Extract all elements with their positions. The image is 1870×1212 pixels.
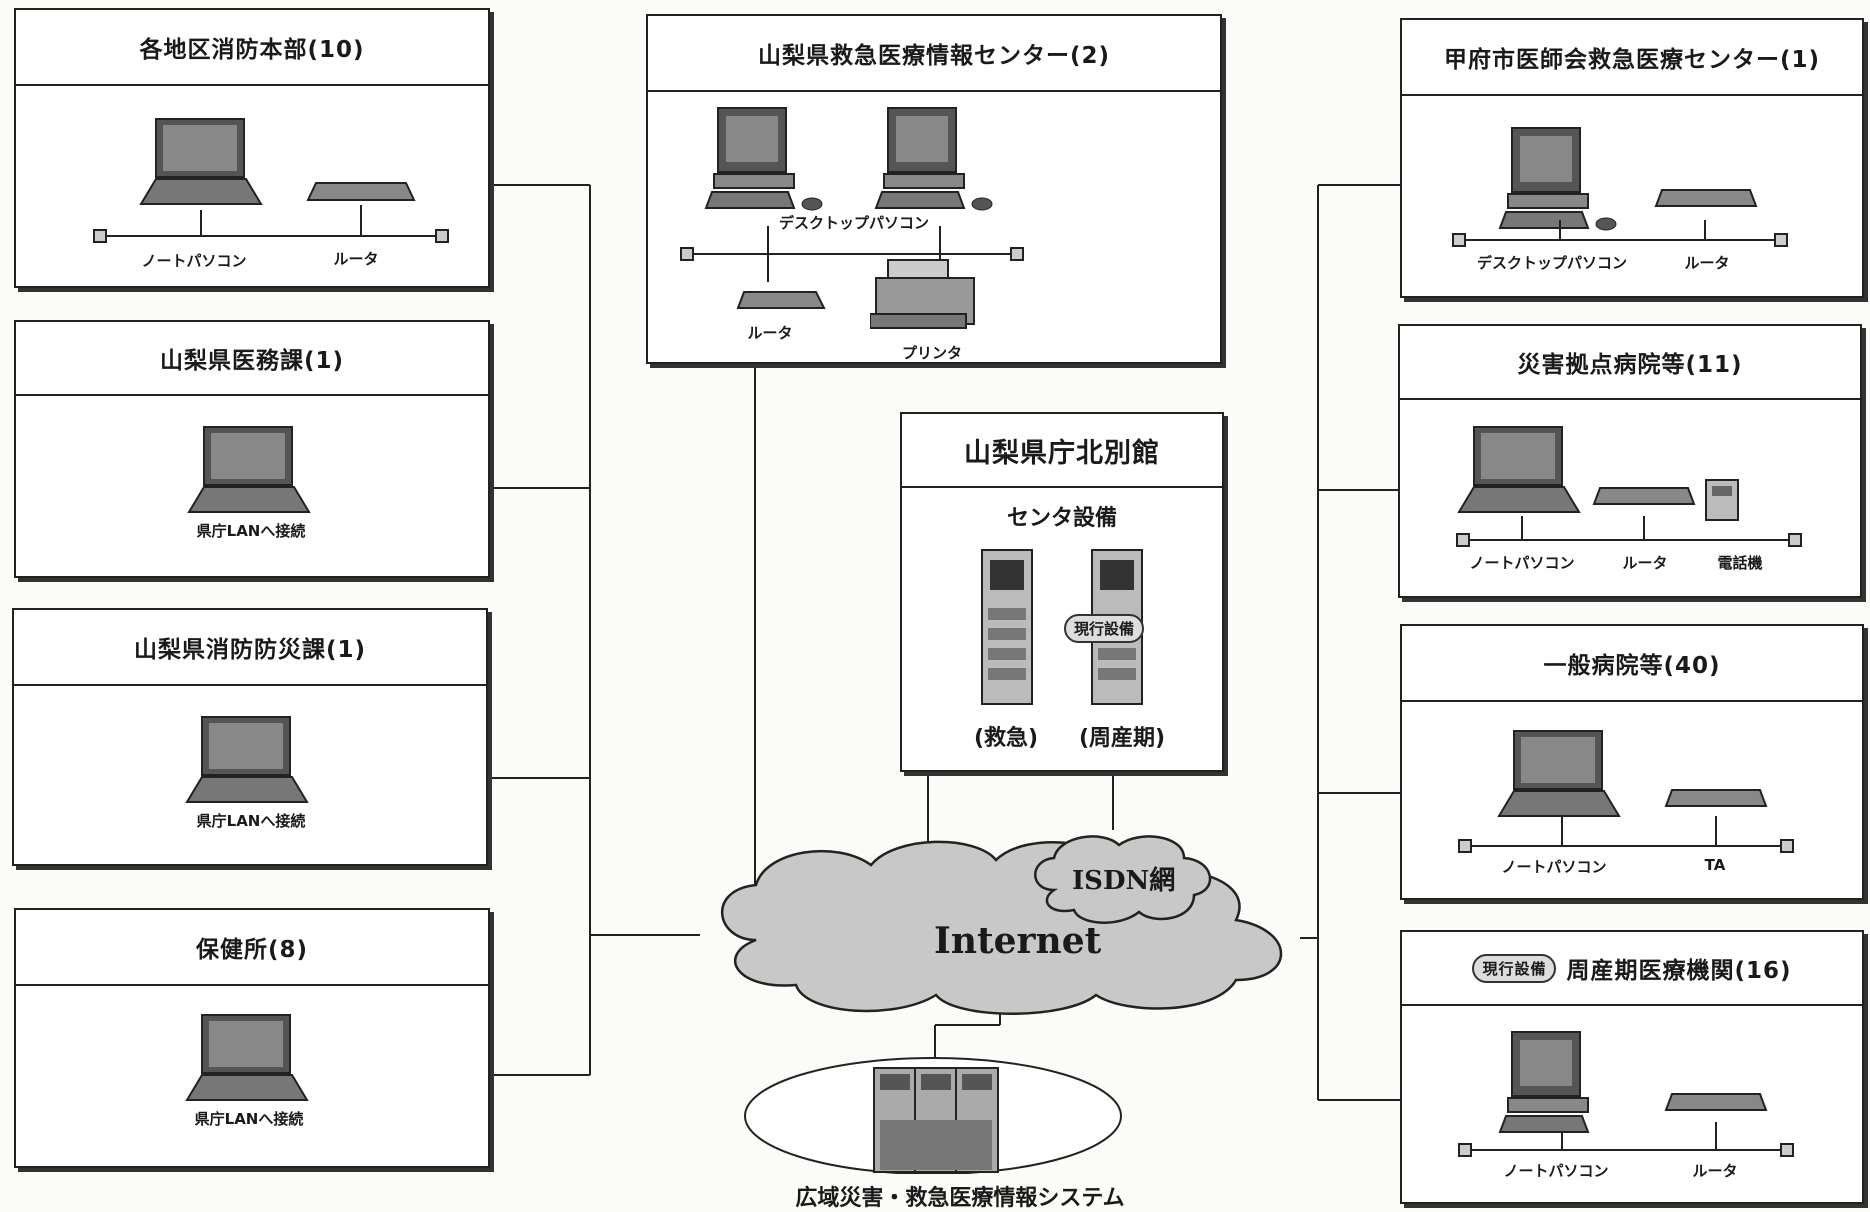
- existing-equipment-badge: 現行設備: [1064, 614, 1145, 643]
- label-desktop: デスクトップパソコン: [778, 214, 930, 232]
- center-equipment-label: センタ設備: [1006, 506, 1118, 531]
- lan-bus: [680, 226, 1024, 282]
- isdn-cloud-icon: [1034, 835, 1212, 924]
- box-title: 各地区消防本部(10): [16, 10, 488, 86]
- lan-bus: [1458, 816, 1794, 853]
- desktop-pc-icon: [874, 107, 993, 211]
- box-emergency-info-center: 山梨県救急医療情報センター(2) デスクトップパソコン ルータ プリンタ: [646, 14, 1222, 364]
- server-icon: [981, 549, 1033, 705]
- box-prefecture-north-annex: 山梨県庁北別館 センタ設備 現行設備 (救急) (周産期): [900, 412, 1224, 772]
- label-printer: プリンタ: [901, 344, 963, 362]
- laptop-icon: [1497, 730, 1621, 817]
- label-laptop: ノートパソコン: [1501, 858, 1607, 876]
- printer-icon: [870, 259, 975, 329]
- label-laptop: ノートパソコン: [1503, 1162, 1609, 1180]
- router-icon: [1654, 189, 1758, 207]
- desktop-pc-icon: [1498, 127, 1617, 231]
- label-emergency: (救急): [973, 726, 1039, 751]
- box-disaster-base-hospitals: 災害拠点病院等(11) ノートパソコン ルータ 電話機: [1398, 324, 1862, 598]
- label-laptop: ノートパソコン: [141, 252, 247, 270]
- label-perinatal: (周産期): [1078, 726, 1166, 751]
- box-kofu-medical-center: 甲府市医師会救急医療センター(1) デスクトップパソコン ルータ: [1400, 18, 1864, 298]
- label-ta: TA: [1704, 856, 1726, 874]
- box-title: 現行設備 周産期医療機関(16): [1402, 932, 1862, 1006]
- box-general-hospitals: 一般病院等(40) ノートパソコン TA: [1400, 624, 1864, 900]
- label-router: ルータ: [1622, 554, 1668, 572]
- router-icon: [736, 291, 826, 309]
- box-title: 山梨県救急医療情報センター(2): [648, 16, 1220, 92]
- lan-bus: [93, 205, 449, 243]
- laptop-icon: [139, 118, 263, 205]
- label-router: ルータ: [747, 324, 793, 342]
- laptop-icon: [185, 1014, 309, 1101]
- label-laptop: ノートパソコン: [1469, 554, 1575, 572]
- label-router: ルータ: [333, 250, 379, 268]
- box-title: 保健所(8): [16, 910, 488, 986]
- system-caption: 広域災害・救急医療情報システム: [795, 1186, 1125, 1211]
- label-lan: 県庁LANへ接続: [196, 812, 306, 830]
- existing-equipment-badge: 現行設備: [1472, 953, 1557, 983]
- box-title: 山梨県庁北別館: [902, 414, 1222, 488]
- laptop-icon: [185, 716, 309, 803]
- server-rack-icon: [744, 1057, 1122, 1174]
- isdn-label: ISDN網: [1072, 866, 1176, 896]
- box-title: 山梨県医務課(1): [16, 322, 488, 396]
- desktop-pc-icon: [704, 107, 823, 211]
- desktop-pc-icon: [1498, 1031, 1590, 1133]
- label-desktop: デスクトップパソコン: [1476, 254, 1628, 272]
- laptop-icon: [1457, 426, 1581, 513]
- router-icon: [306, 182, 416, 201]
- lan-bus: [1452, 220, 1788, 247]
- router-icon: [1664, 1093, 1768, 1111]
- box-title-text: 周産期医療機関(16): [1566, 958, 1792, 984]
- lan-bus: [1456, 516, 1802, 547]
- box-title: 甲府市医師会救急医療センター(1): [1402, 20, 1862, 96]
- label-telephone: 電話機: [1717, 554, 1763, 572]
- laptop-icon: [187, 426, 311, 513]
- label-lan: 県庁LANへ接続: [194, 1110, 304, 1128]
- label-router: ルータ: [1684, 254, 1730, 272]
- ta-device-icon: [1664, 789, 1768, 807]
- label-router: ルータ: [1692, 1162, 1738, 1180]
- lan-bus: [1458, 1122, 1794, 1157]
- label-lan: 県庁LANへ接続: [196, 522, 306, 540]
- router-icon: [1592, 487, 1696, 505]
- box-title: 災害拠点病院等(11): [1400, 326, 1860, 400]
- box-health-center: 保健所(8) 県庁LANへ接続: [14, 908, 490, 1168]
- box-title: 一般病院等(40): [1402, 626, 1862, 702]
- box-medical-affairs: 山梨県医務課(1) 県庁LANへ接続: [14, 320, 490, 578]
- box-fire-hq: 各地区消防本部(10) ノートパソコン ルータ: [14, 8, 490, 288]
- box-fire-disaster-div: 山梨県消防防災課(1) 県庁LANへ接続: [12, 608, 488, 866]
- telephone-icon: [1705, 479, 1739, 521]
- box-title: 山梨県消防防災課(1): [14, 610, 486, 686]
- internet-label: Internet: [934, 920, 1102, 962]
- box-perinatal-institutions: 現行設備 周産期医療機関(16) ノートパソコン ルータ: [1400, 930, 1864, 1204]
